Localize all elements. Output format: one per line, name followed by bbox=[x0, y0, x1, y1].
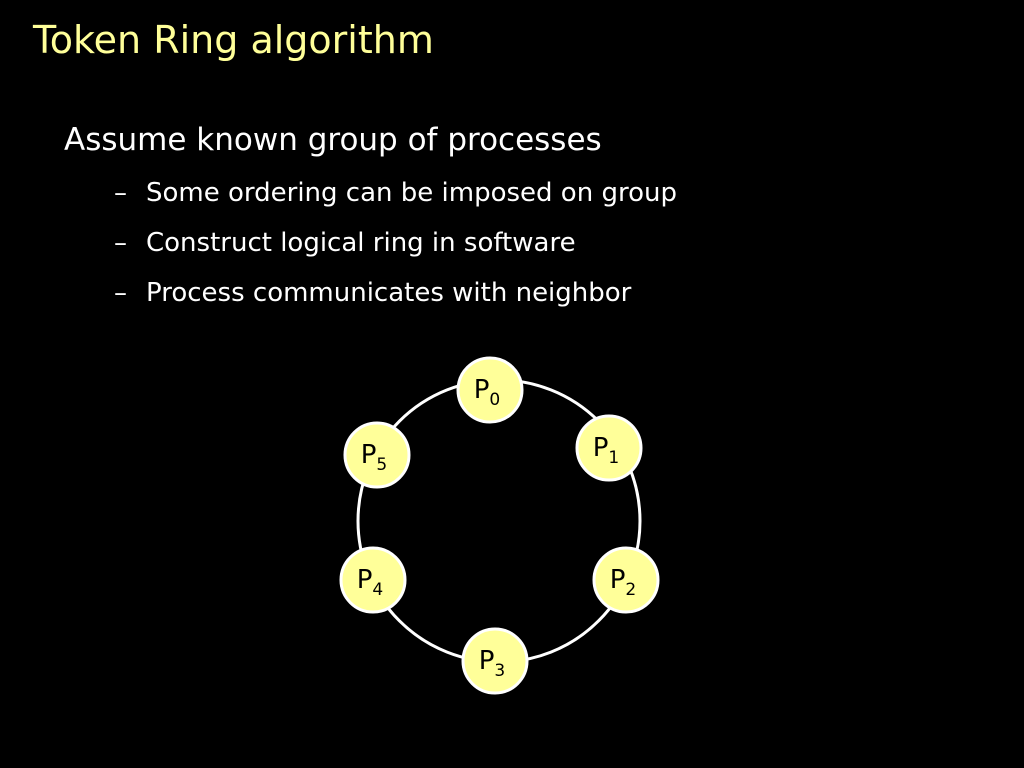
process-node-circle bbox=[461, 627, 529, 695]
process-node-5: P5 bbox=[343, 421, 411, 489]
process-node-subscript: 5 bbox=[376, 455, 387, 475]
dash-marker: – bbox=[114, 178, 127, 208]
process-node-0: P0 bbox=[456, 356, 524, 424]
process-node-label: P5 bbox=[361, 440, 388, 475]
sub-bullet-item: – Process communicates with neighbor bbox=[64, 268, 964, 318]
sub-bullet-item: – Construct logical ring in software bbox=[64, 218, 964, 268]
process-node-subscript: 4 bbox=[372, 580, 383, 600]
process-node-circle bbox=[343, 421, 411, 489]
process-node-3: P3 bbox=[461, 627, 529, 695]
process-node-circle bbox=[339, 546, 407, 614]
process-node-subscript: 1 bbox=[608, 448, 619, 468]
process-node-letter: P bbox=[357, 565, 373, 595]
sub-bullet-item: – Some ordering can be imposed on group bbox=[64, 168, 964, 218]
bullet-list: Assume known group of processes – Some o… bbox=[64, 122, 964, 318]
process-node-2: P2 bbox=[592, 546, 660, 614]
process-node-circle bbox=[575, 414, 643, 482]
process-node-label: P3 bbox=[479, 646, 506, 681]
sub-bullet-list: – Some ordering can be imposed on group … bbox=[64, 168, 964, 318]
process-node-circle bbox=[592, 546, 660, 614]
process-node-subscript: 0 bbox=[489, 390, 500, 410]
process-node-subscript: 2 bbox=[625, 580, 636, 600]
bullet-main: Assume known group of processes bbox=[64, 122, 602, 158]
process-node-label: P1 bbox=[593, 433, 620, 468]
process-node-circle bbox=[456, 356, 524, 424]
process-node-label: P4 bbox=[357, 565, 384, 600]
process-node-1: P1 bbox=[575, 414, 643, 482]
process-node-subscript: 3 bbox=[494, 661, 505, 681]
sub-bullet-text: Construct logical ring in software bbox=[146, 228, 576, 258]
sub-bullet-text: Some ordering can be imposed on group bbox=[146, 178, 677, 208]
process-node-letter: P bbox=[479, 646, 495, 676]
process-node-label: P0 bbox=[474, 375, 501, 410]
process-node-4: P4 bbox=[339, 546, 407, 614]
process-node-label: P2 bbox=[610, 565, 637, 600]
slide-title: Token Ring algorithm bbox=[33, 18, 434, 62]
process-node-letter: P bbox=[361, 440, 377, 470]
dash-marker: – bbox=[114, 228, 127, 258]
process-node-letter: P bbox=[474, 375, 490, 405]
process-node-letter: P bbox=[593, 433, 609, 463]
process-node-letter: P bbox=[610, 565, 626, 595]
sub-bullet-text: Process communicates with neighbor bbox=[146, 278, 632, 308]
dash-marker: – bbox=[114, 278, 127, 308]
